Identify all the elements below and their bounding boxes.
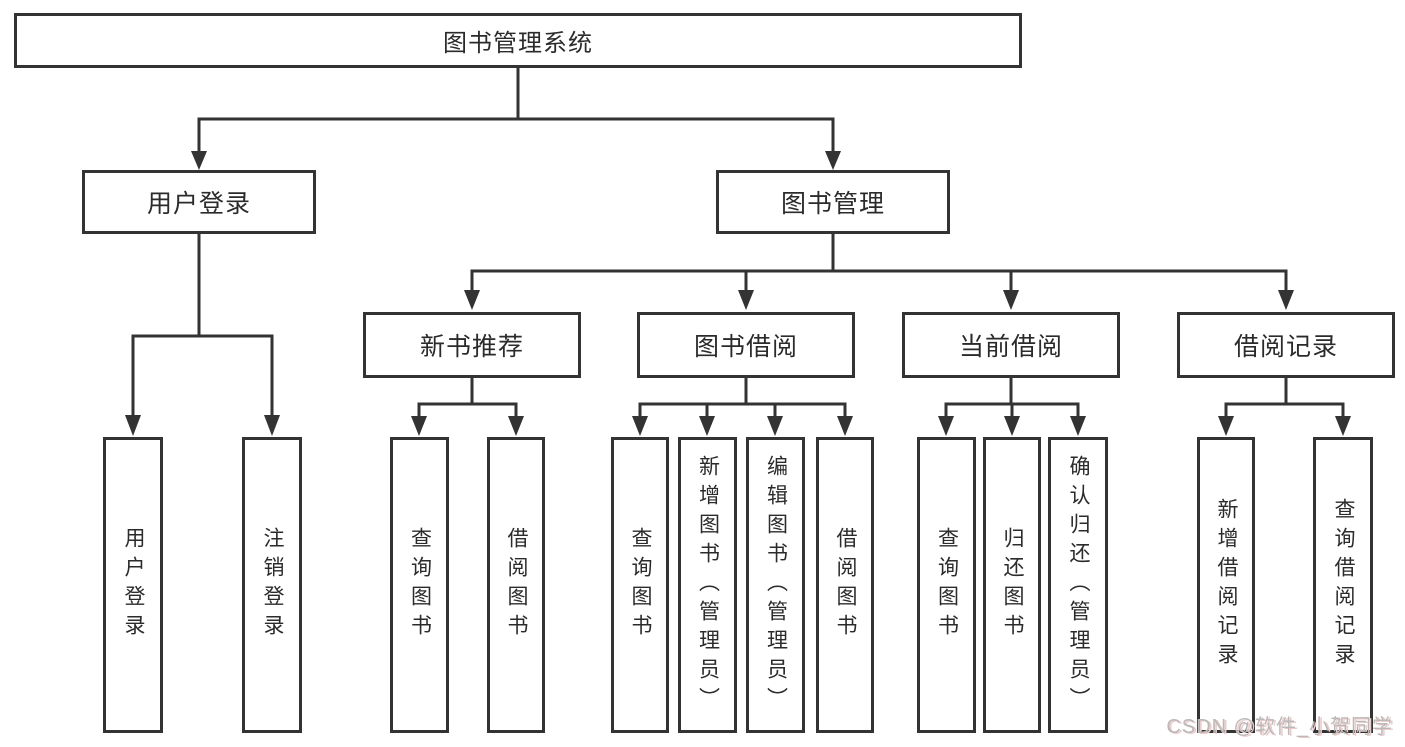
node-label: 查询图书 xyxy=(629,527,652,643)
node-label: 确认归还（管理员） xyxy=(1067,454,1090,716)
node-label: 查询图书 xyxy=(408,527,432,643)
arrowhead xyxy=(699,416,715,436)
node-label: 新书推荐 xyxy=(419,333,524,361)
leaf-logout: 注销登录 xyxy=(242,437,302,733)
leaf-cb-confirm-return-admin: 确认归还（管理员） xyxy=(1048,437,1108,733)
arrowhead xyxy=(191,151,207,170)
node-borrow-records: 借阅记录 xyxy=(1177,312,1395,378)
node-label: 归还图书 xyxy=(1001,527,1024,643)
node-label: 图书管理系统 xyxy=(443,30,593,57)
arrowhead xyxy=(508,416,524,436)
leaf-bb-borrow-books: 借阅图书 xyxy=(816,437,874,733)
arrowhead xyxy=(1004,416,1020,436)
arrowhead xyxy=(767,416,783,436)
leaf-br-query-record: 查询借阅记录 xyxy=(1313,437,1373,733)
leaf-rec-query-books: 查询图书 xyxy=(390,437,449,733)
connector-book-mgmt-to-level3 xyxy=(464,234,1294,310)
arrowhead xyxy=(1335,416,1351,436)
node-current-borrow: 当前借阅 xyxy=(902,312,1120,378)
node-label: 查询图书 xyxy=(935,527,959,643)
arrowhead xyxy=(264,415,280,436)
arrowhead xyxy=(1003,290,1019,310)
arrowhead xyxy=(837,416,853,436)
leaf-bb-edit-books-admin: 编辑图书（管理员） xyxy=(746,437,805,733)
leaf-br-add-record: 新增借阅记录 xyxy=(1197,437,1255,733)
leaf-cb-query-books: 查询图书 xyxy=(917,437,976,733)
leaf-cb-return-books: 归还图书 xyxy=(983,437,1041,733)
csdn-watermark: CSDN @软件_小贺同学 xyxy=(1166,716,1393,738)
connector-new-book-rec-children xyxy=(411,378,524,436)
leaf-user-login: 用户登录 xyxy=(103,437,163,733)
arrowhead xyxy=(411,416,427,436)
node-label: 图书借阅 xyxy=(693,333,798,361)
node-book-borrow: 图书借阅 xyxy=(637,312,855,378)
node-user-login: 用户登录 xyxy=(82,170,316,234)
arrowhead xyxy=(1218,416,1234,436)
node-label: 编辑图书（管理员） xyxy=(764,454,788,716)
node-label: 用户登录 xyxy=(146,190,251,218)
node-label: 借阅图书 xyxy=(834,527,857,643)
arrowhead xyxy=(1278,290,1294,310)
arrowhead xyxy=(125,415,141,436)
arrowhead xyxy=(825,151,841,170)
leaf-rec-borrow-books: 借阅图书 xyxy=(487,437,545,733)
arrowhead xyxy=(938,416,954,436)
node-label: 用户登录 xyxy=(122,527,145,643)
leaf-bb-query-books: 查询图书 xyxy=(611,437,669,733)
node-root-library-system: 图书管理系统 xyxy=(14,13,1022,68)
arrowhead xyxy=(1070,416,1086,436)
node-new-book-rec: 新书推荐 xyxy=(363,312,581,378)
node-label: 查询借阅记录 xyxy=(1332,498,1355,672)
node-label: 借阅图书 xyxy=(505,527,528,643)
node-label: 图书管理 xyxy=(780,190,885,218)
connector-root-to-level2 xyxy=(191,68,841,170)
arrowhead xyxy=(738,290,754,310)
node-label: 新增图书（管理员） xyxy=(696,454,720,716)
leaf-bb-add-books-admin: 新增图书（管理员） xyxy=(678,437,737,733)
connector-user-login-children xyxy=(125,234,280,436)
node-book-mgmt: 图书管理 xyxy=(716,170,950,234)
connector-current-borrow-children xyxy=(938,378,1086,436)
arrowhead xyxy=(464,290,480,310)
connector-borrow-records-children xyxy=(1218,378,1351,436)
arrowhead xyxy=(632,416,648,436)
node-label: 注销登录 xyxy=(261,527,284,643)
node-label: 新增借阅记录 xyxy=(1215,498,1238,672)
node-label: 当前借阅 xyxy=(958,333,1063,361)
node-label: 借阅记录 xyxy=(1233,333,1338,361)
connector-book-borrow-children xyxy=(632,378,853,436)
